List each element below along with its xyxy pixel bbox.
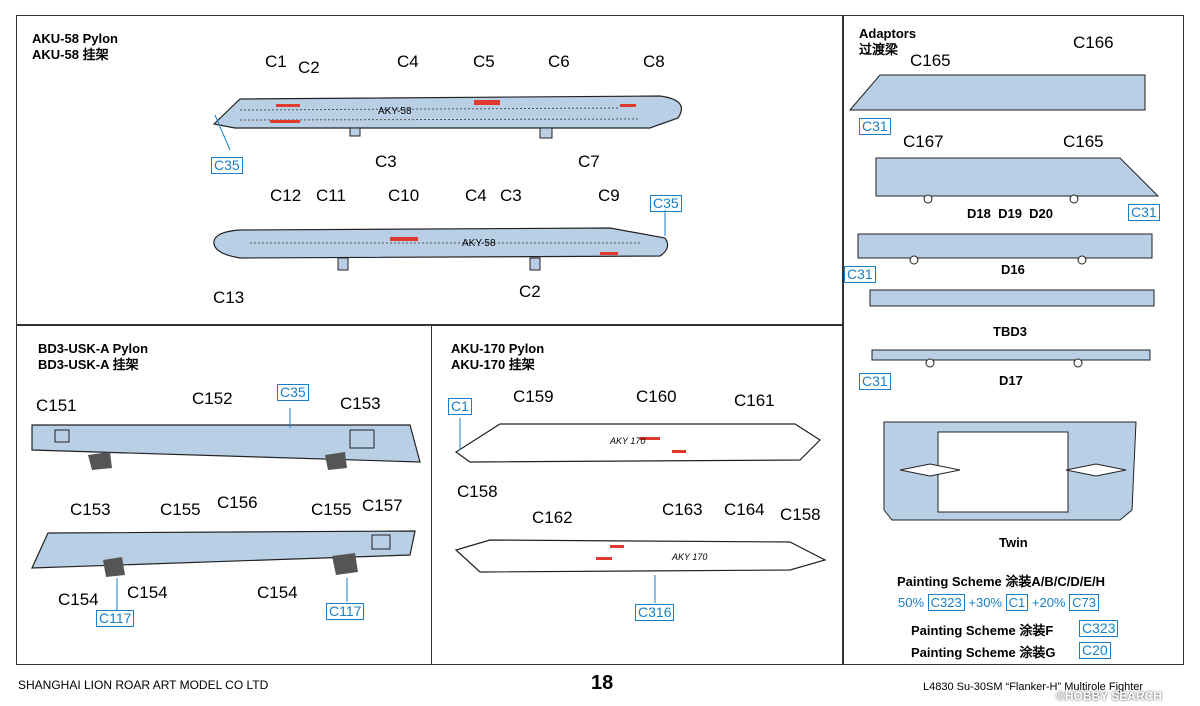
aku58-panel — [16, 15, 843, 325]
label-tbd3: TBD3 — [993, 324, 1027, 339]
adaptor-callout-c165b: C165 — [1063, 132, 1104, 151]
bd3-title: BD3-USK-A Pylon — [38, 341, 149, 356]
label-d17: D17 — [999, 373, 1023, 388]
aku170-panel — [431, 325, 843, 665]
aku170-callout-c164: C164 — [724, 500, 765, 519]
color-c35-bd3: C35 — [277, 384, 309, 401]
paint-mix: 50% C323 +30% C1 +20% C73 — [898, 594, 1099, 611]
bd3-callout-c154b: C154 — [127, 583, 168, 602]
aku170-title: AKU-170 Pylon — [451, 341, 545, 356]
bd3-callout-c152: C152 — [192, 389, 233, 408]
adaptor-callout-c166: C166 — [1073, 33, 1114, 52]
aku170-callout-c162: C162 — [532, 508, 573, 527]
bd3-callout-c154a: C154 — [58, 590, 99, 609]
aku58-callout-c7: C7 — [578, 152, 600, 171]
label-d16: D16 — [1001, 262, 1025, 277]
aku58-stencil-bottom: AKY-58 — [462, 238, 496, 249]
color-c35-bottom: C35 — [650, 195, 682, 212]
color-c117-left: C117 — [96, 610, 135, 627]
adaptors-title-cn: 过渡梁 — [859, 42, 899, 57]
aku58-bottom-drawing — [213, 210, 669, 271]
aku170-callout-c163: C163 — [662, 500, 703, 519]
aku58-stencil: AKY-58 — [378, 106, 412, 117]
bd3-callout-c151: C151 — [36, 396, 77, 415]
bd3-title-cn: BD3-USK-A 挂架 — [38, 357, 139, 372]
aku170-top-drawing — [454, 418, 821, 463]
color-c31-d: C31 — [859, 373, 891, 390]
color-c1: C1 — [448, 398, 472, 415]
bd3-callout-c156: C156 — [217, 493, 258, 512]
color-c316: C316 — [635, 604, 675, 621]
adaptor-callout-c167: C167 — [903, 132, 944, 151]
bd3-callout-c153: C153 — [340, 394, 381, 413]
bd3-callout-c153b: C153 — [70, 500, 111, 519]
aku170-callout-c158: C158 — [457, 482, 498, 501]
bd3-callout-c155: C155 — [160, 500, 201, 519]
color-c31-c: C31 — [844, 266, 876, 283]
aku170-stencil-bottom: AKY 170 — [672, 552, 708, 562]
adaptor-callout-c165: C165 — [910, 51, 951, 70]
aku58-callout-c2b: C2 — [519, 282, 541, 301]
adaptors-title: Adaptors — [859, 26, 917, 41]
aku58-callout-c10: C10 — [388, 186, 420, 205]
painting-scheme-f: Painting Scheme 涂装F — [911, 623, 1054, 638]
aku170-callout-c158b: C158 — [780, 505, 821, 524]
aku58-callout-c8: C8 — [643, 52, 665, 71]
bd3-callout-c155b: C155 — [311, 500, 352, 519]
bd3-callout-c154c: C154 — [257, 583, 298, 602]
aku58-callout-c13: C13 — [213, 288, 245, 307]
bd3-top-drawing — [31, 408, 421, 470]
footer-company: SHANGHAI LION ROAR ART MODEL CO LTD — [18, 678, 269, 692]
aku170-callout-c161: C161 — [734, 391, 775, 410]
label-twin: Twin — [999, 535, 1028, 550]
aku170-callout-c159: C159 — [513, 387, 554, 406]
aku58-callout-c4b: C4 — [465, 186, 487, 205]
aku58-title-cn: AKU-58 挂架 — [32, 47, 109, 62]
label-d18-d19-d20: D18 D19 D20 — [967, 206, 1053, 221]
aku58-callout-c11: C11 — [316, 186, 346, 205]
aku58-callout-c3b: C3 — [500, 186, 522, 205]
color-c31-a: C31 — [859, 118, 891, 135]
color-c323-f: C323 — [1079, 620, 1119, 637]
painting-scheme-abcdeh: Painting Scheme 涂装A/B/C/D/E/H — [897, 574, 1106, 589]
aku58-callout-c12: C12 — [270, 186, 302, 205]
aku58-top-drawing — [212, 95, 682, 151]
aku58-title: AKU-58 Pylon — [32, 31, 118, 46]
aku170-title-cn: AKU-170 挂架 — [451, 357, 535, 372]
adaptor-drawings — [848, 74, 1160, 521]
aku170-bottom-drawing — [454, 539, 827, 603]
aku58-callout-c1: C1 — [265, 52, 287, 71]
bd3-callout-c157: C157 — [362, 496, 403, 515]
watermark: ©HOBBY SEARCH — [1056, 689, 1162, 703]
aku58-callout-c3: C3 — [375, 152, 397, 171]
painting-scheme-g: Painting Scheme 涂装G — [911, 645, 1056, 660]
color-c117-right: C117 — [326, 603, 365, 620]
color-c35-top: C35 — [211, 157, 243, 174]
footer-product: L4830 Su-30SM “Flanker-H” Multirole Figh… — [923, 681, 1144, 693]
color-c31-b: C31 — [1128, 204, 1160, 221]
aku58-callout-c6: C6 — [548, 52, 570, 71]
aku58-callout-c4: C4 — [397, 52, 419, 71]
bd3-bottom-drawing — [31, 530, 416, 610]
aku170-callout-c160: C160 — [636, 387, 677, 406]
color-c20-g: C20 — [1079, 642, 1111, 659]
aku58-callout-c5: C5 — [473, 52, 495, 71]
aku58-callout-c2: C2 — [298, 58, 320, 77]
page-number: 18 — [591, 672, 614, 694]
aku58-callout-c9: C9 — [598, 186, 620, 205]
aku170-stencil: AKY 170 — [610, 436, 646, 446]
adaptors-panel — [843, 15, 1184, 665]
